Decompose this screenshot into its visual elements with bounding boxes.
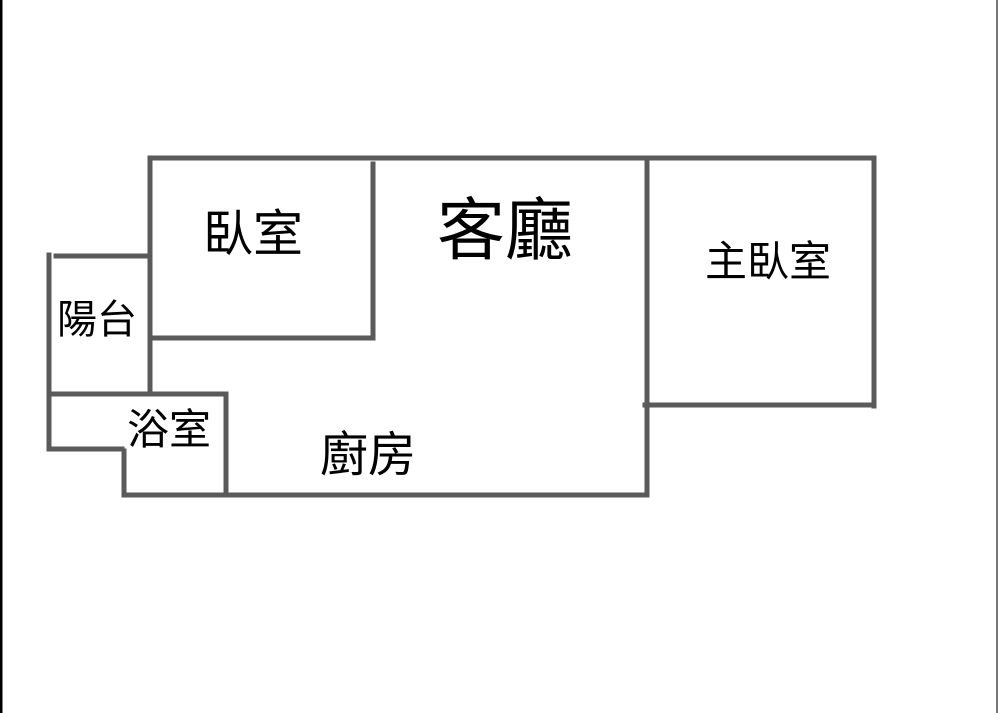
room-label-bathroom: 浴室 bbox=[126, 405, 212, 454]
room-label-kitchen: 廚房 bbox=[319, 427, 417, 483]
room-label-balcony: 陽台 bbox=[57, 297, 137, 343]
room-label-living-room: 客廳 bbox=[436, 192, 574, 271]
room-label-master-bedroom: 主臥室 bbox=[704, 237, 832, 286]
room-label-bedroom: 臥室 bbox=[203, 205, 303, 263]
